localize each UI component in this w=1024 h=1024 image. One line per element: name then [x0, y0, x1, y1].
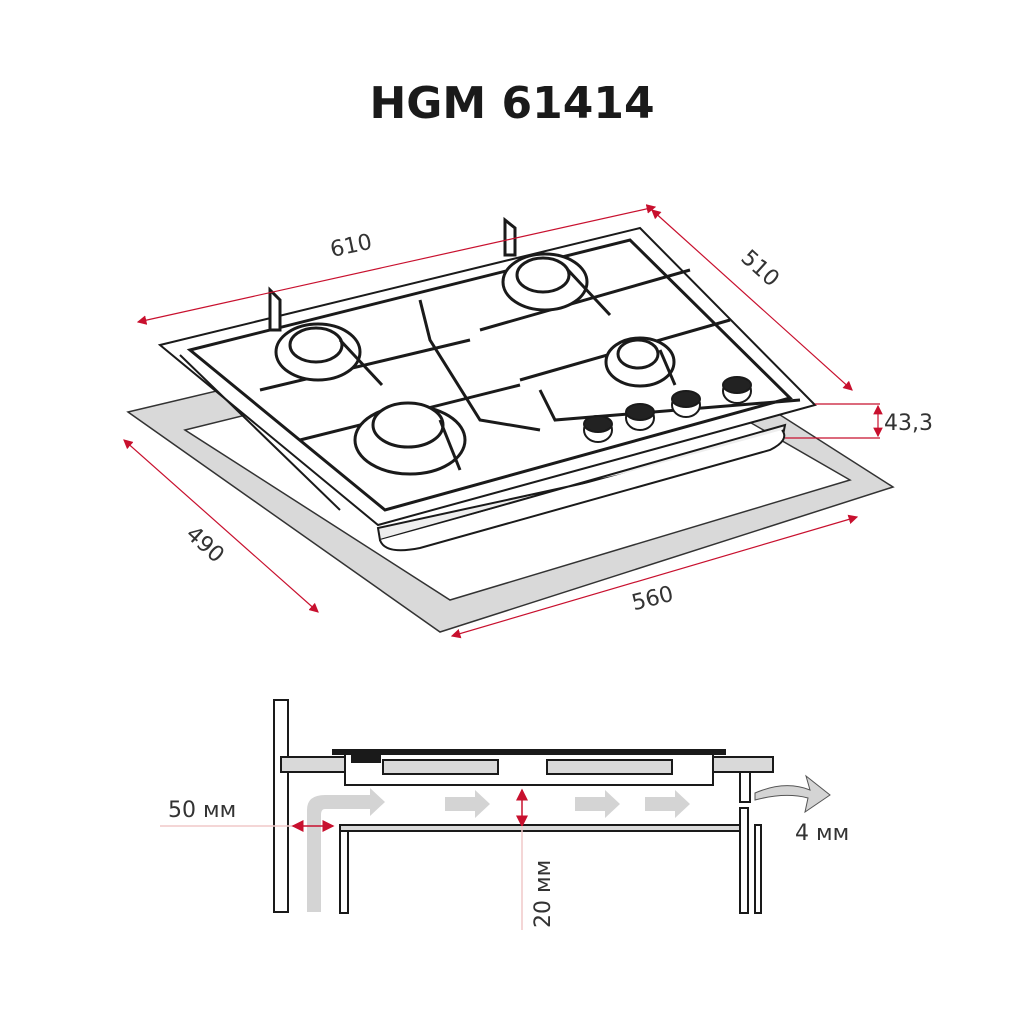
dim-label-height: 43,3: [884, 411, 933, 436]
dim-label-560: 560: [629, 582, 676, 616]
label-bottom-gap: 20 мм: [531, 860, 556, 928]
dim-line-490: [123, 439, 319, 613]
dim-line-510: [651, 209, 853, 391]
dim-label-490: 490: [181, 522, 229, 569]
label-side-gap: 50 мм: [168, 798, 236, 823]
dim-label-610: 610: [328, 230, 374, 263]
airflow-arrows: [307, 774, 831, 912]
burner-rear-left: [274, 322, 384, 387]
wall: [273, 699, 289, 913]
knob-4: [722, 376, 752, 404]
model-title: HGM 61414: [369, 78, 655, 129]
cabinet-shelf: [339, 824, 741, 832]
dim-line-610: [136, 204, 657, 325]
dim-line-560: [450, 514, 859, 639]
dim-label-510: 510: [736, 245, 784, 292]
burner-front-right: [604, 336, 677, 388]
knob-1: [583, 415, 613, 443]
knob-2: [625, 403, 655, 431]
burner-front-left: [353, 401, 467, 476]
knob-3: [671, 390, 701, 418]
installation-section: [273, 699, 774, 914]
label-vent-gap: 4 мм: [795, 821, 849, 846]
